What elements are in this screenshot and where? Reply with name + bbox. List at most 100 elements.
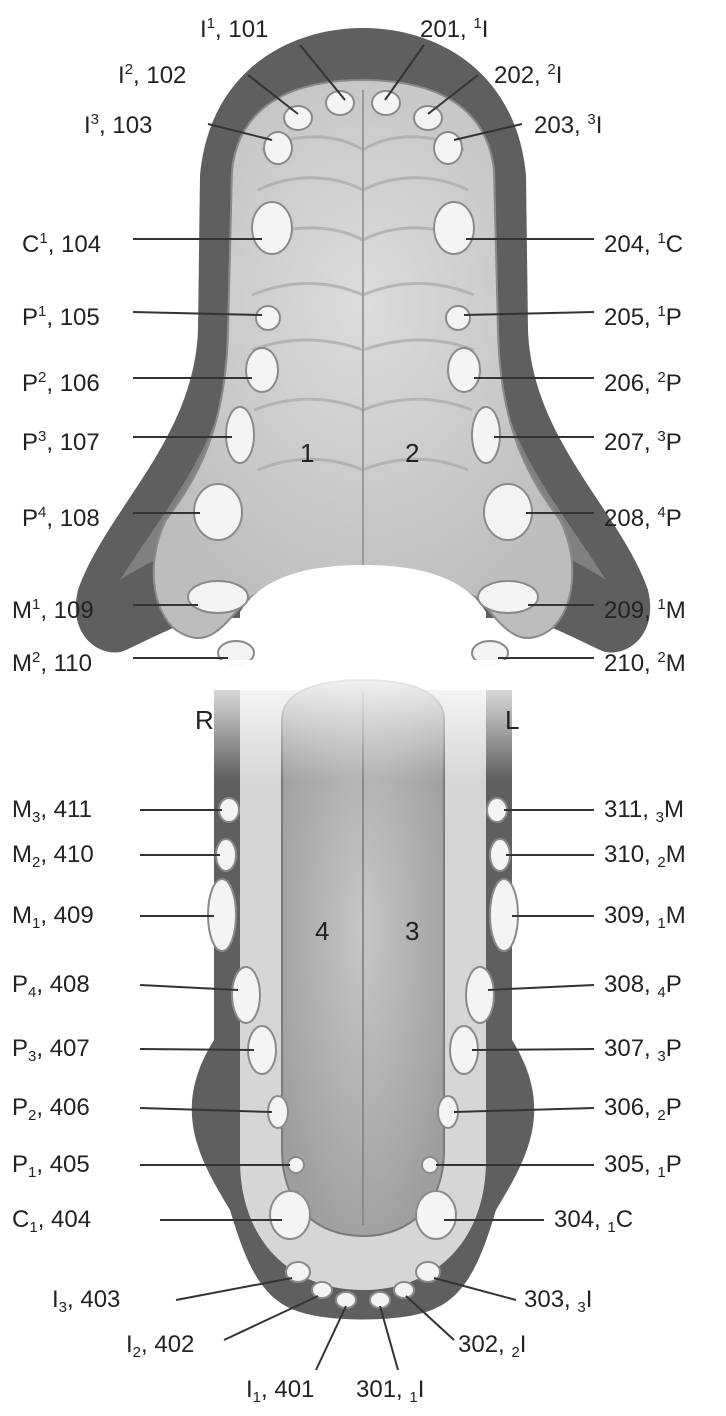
label-text: I <box>596 112 603 139</box>
lower-left-label: 303, 3I <box>524 1286 592 1322</box>
label-text: I <box>200 16 207 43</box>
label-text: 301, <box>356 1376 409 1403</box>
label-index: 3 <box>587 111 595 128</box>
lower-right-tooth <box>288 1157 304 1173</box>
upper-left-label: 201, 1I <box>420 10 488 44</box>
label-text: , 110 <box>40 650 92 677</box>
label-text: 207, <box>604 429 657 456</box>
label-text: P <box>12 971 28 998</box>
upper-left-tooth <box>434 202 474 254</box>
left-side-label: L <box>505 706 519 734</box>
leader-line <box>224 1296 318 1340</box>
label-text: , 407 <box>36 1035 89 1062</box>
lower-left-label: 307, 3P <box>604 1035 682 1071</box>
label-text: 209, <box>604 597 657 624</box>
quadrant-2-label: 2 <box>405 439 419 467</box>
label-text: 204, <box>604 231 657 258</box>
upper-right-label: P3, 107 <box>22 423 100 457</box>
lower-left-tooth <box>394 1282 414 1298</box>
label-text: , 104 <box>48 231 101 258</box>
lower-left-label: 308, 4P <box>604 971 682 1007</box>
lower-right-label: P1, 405 <box>12 1151 90 1187</box>
label-index: 1 <box>253 1389 261 1406</box>
label-text: P <box>22 429 38 456</box>
label-index: 1 <box>607 1219 615 1236</box>
label-text: 205, <box>604 304 657 331</box>
lower-right-tooth <box>270 1191 310 1239</box>
label-index: 1 <box>207 15 215 32</box>
upper-right-label: P2, 106 <box>22 364 100 398</box>
label-text: P <box>22 370 38 397</box>
upper-right-label: I1, 101 <box>200 10 268 44</box>
label-text: I <box>556 62 563 89</box>
upper-right-tooth <box>264 132 292 164</box>
upper-left-label: 210, 2M <box>604 644 686 678</box>
label-index: 3 <box>656 809 664 826</box>
label-text: M <box>12 841 32 868</box>
label-text: , 108 <box>46 505 99 532</box>
upper-right-tooth <box>284 106 312 130</box>
label-text: P <box>666 505 682 532</box>
label-text: I <box>52 1286 59 1313</box>
upper-left-tooth <box>478 581 538 613</box>
lower-left-label: 302, 2I <box>458 1331 526 1367</box>
label-index: 1 <box>39 230 47 247</box>
label-text: 203, <box>534 112 587 139</box>
label-index: 1 <box>657 1164 665 1181</box>
lower-right-label: I1, 401 <box>246 1376 314 1412</box>
label-text: P <box>22 304 38 331</box>
label-index: 1 <box>409 1389 417 1406</box>
upper-right-tooth <box>194 484 242 540</box>
lower-right-label: P4, 408 <box>12 971 90 1007</box>
label-index: 2 <box>547 61 555 78</box>
label-text: I <box>84 112 91 139</box>
quadrant-4-label: 4 <box>315 917 329 945</box>
label-index: 1 <box>657 230 665 247</box>
label-index: 2 <box>511 1344 519 1361</box>
label-text: , 410 <box>40 841 93 868</box>
label-text: I <box>482 16 489 43</box>
label-text: , 405 <box>36 1151 89 1178</box>
upper-left-label: 204, 1C <box>604 225 683 259</box>
label-text: , 109 <box>40 597 93 624</box>
label-text: 310, <box>604 841 657 868</box>
upper-right-tooth <box>246 348 278 392</box>
upper-right-tooth <box>188 581 248 613</box>
lower-left-label: 305, 1P <box>604 1151 682 1187</box>
lower-left-label: 306, 2P <box>604 1094 682 1130</box>
lower-left-label: 310, 2M <box>604 841 686 877</box>
label-text: P <box>22 505 38 532</box>
upper-left-tooth <box>446 306 470 330</box>
label-text: M <box>12 597 32 624</box>
label-text: 306, <box>604 1094 657 1121</box>
label-text: , 106 <box>46 370 99 397</box>
upper-left-label: 208, 4P <box>604 499 682 533</box>
upper-left-tooth <box>484 484 532 540</box>
lower-right-label: I3, 403 <box>52 1286 120 1322</box>
label-text: P <box>666 429 682 456</box>
label-text: M <box>12 650 32 677</box>
label-text: 202, <box>494 62 547 89</box>
label-text: , 105 <box>46 304 99 331</box>
label-index: 4 <box>657 984 665 1001</box>
label-index: 1 <box>29 1219 37 1236</box>
lower-right-tooth <box>336 1292 356 1308</box>
upper-left-label: 203, 3I <box>534 106 602 140</box>
lower-left-tooth <box>416 1191 456 1239</box>
label-index: 2 <box>133 1344 141 1361</box>
label-text: I <box>126 1331 133 1358</box>
lower-left-label: 309, 1M <box>604 902 686 938</box>
label-index: 3 <box>91 111 99 128</box>
upper-right-label: P4, 108 <box>22 499 100 533</box>
upper-left-tooth <box>448 348 480 392</box>
label-text: 303, <box>524 1286 577 1313</box>
label-text: P <box>666 1035 682 1062</box>
label-index: 4 <box>657 504 665 521</box>
leader-line <box>140 1049 254 1050</box>
label-text: M <box>12 796 32 823</box>
upper-left-label: 202, 2I <box>494 56 562 90</box>
label-text: M <box>666 650 686 677</box>
upper-right-label: C1, 104 <box>22 225 101 259</box>
label-index: 3 <box>577 1299 585 1316</box>
